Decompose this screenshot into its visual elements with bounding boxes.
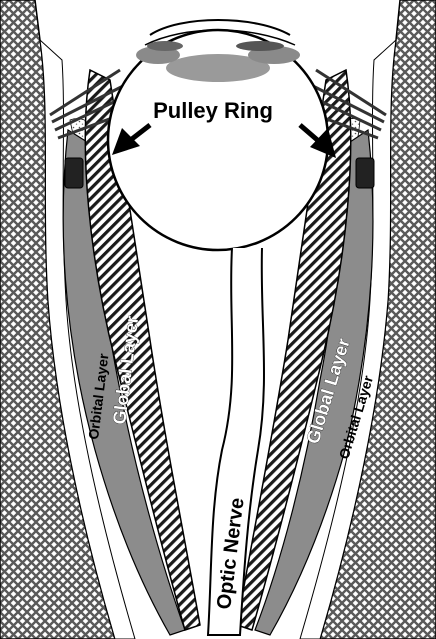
pulley-ring-label: Pulley Ring <box>153 98 273 123</box>
left-pulley <box>65 158 83 188</box>
right-pulley <box>356 158 374 188</box>
iris-right-dark <box>236 41 284 51</box>
iris-left-dark <box>147 41 183 51</box>
